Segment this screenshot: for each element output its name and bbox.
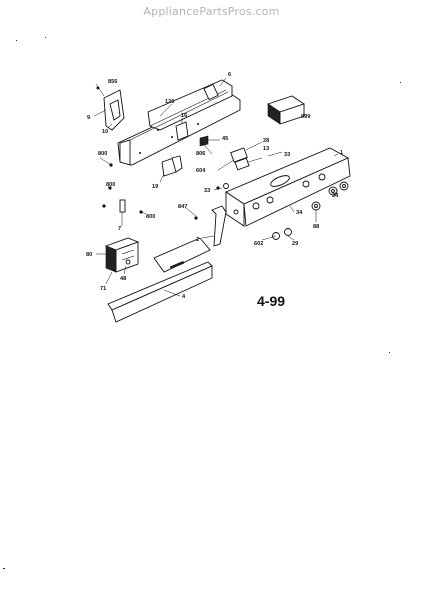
control-panel [225, 147, 351, 227]
label-800-mid: 800 [106, 182, 115, 188]
leader-lines [93, 77, 339, 297]
label-80: 80 [86, 252, 92, 258]
label-10: 10 [102, 129, 108, 135]
label-29: 29 [292, 241, 298, 247]
label-999: 999 [301, 114, 310, 120]
label-33-mid: 33 [204, 188, 210, 194]
scan-marks [3, 37, 401, 569]
module-block [266, 95, 306, 125]
label-34-mid: 34 [296, 210, 303, 216]
label-9: 9 [87, 115, 90, 121]
end-bracket [96, 86, 125, 131]
small-brackets [161, 121, 209, 177]
label-800-low: 800 [146, 214, 155, 220]
label-33-top: 33 [284, 152, 290, 158]
label-126: 126 [165, 99, 174, 105]
watermark: AppliancePartsPros.com [143, 5, 280, 18]
label-16: 16 [181, 113, 187, 119]
label-7: 7 [118, 226, 121, 232]
label-34-right: 34 [332, 193, 339, 199]
label-19: 19 [152, 184, 158, 190]
label-4: 4 [182, 294, 186, 300]
label-6: 6 [228, 72, 231, 78]
label-1: 1 [340, 150, 343, 156]
label-45: 45 [222, 136, 228, 142]
part-labels: 856 6 999 126 9 10 16 45 28 13 33 1 800 … [86, 72, 343, 300]
transformer [104, 237, 140, 273]
trim-strip [107, 237, 213, 323]
label-88: 88 [313, 224, 319, 230]
label-2: 2 [196, 237, 199, 243]
label-28: 28 [263, 138, 269, 144]
label-856: 856 [108, 79, 117, 85]
page-code: 4-99 [257, 293, 285, 309]
label-48: 48 [120, 276, 126, 282]
backguard-panel [117, 79, 241, 166]
label-604: 604 [196, 168, 206, 174]
label-602: 602 [254, 241, 263, 247]
label-13: 13 [263, 146, 269, 152]
label-71: 71 [100, 286, 106, 292]
label-847: 847 [178, 204, 187, 210]
switch-clip [230, 147, 250, 171]
bracket-arm [211, 205, 227, 247]
label-806: 806 [196, 151, 205, 157]
control-knobs [223, 181, 349, 240]
label-800-left: 800 [98, 151, 107, 157]
